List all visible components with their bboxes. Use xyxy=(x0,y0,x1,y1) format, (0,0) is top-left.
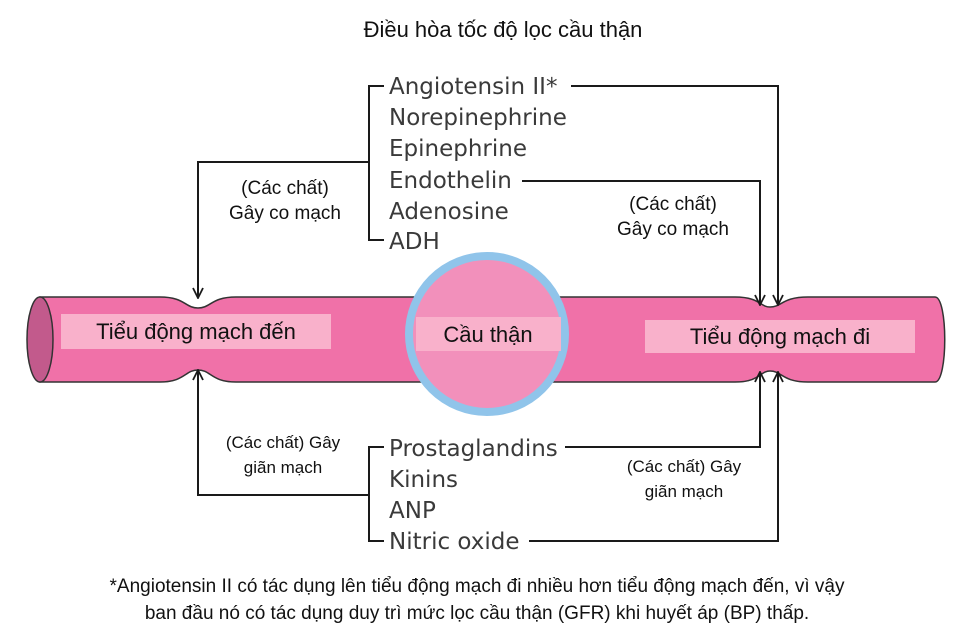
list-item: Endothelin xyxy=(389,168,512,194)
vasodilator-label-left: giãn mạch xyxy=(244,458,322,477)
list-item: Norepinephrine xyxy=(389,105,567,131)
afferent-arteriole-label: Tiểu động mạch đến xyxy=(96,319,296,344)
vasoconstrictor-label-right: Gây co mạch xyxy=(617,219,729,240)
endothelin-efferent-arrow xyxy=(522,180,760,305)
vasoconstrictor-bracket xyxy=(368,85,384,241)
efferent-label-box xyxy=(645,320,915,353)
vasoconstrictor-label-right: (Các chất) xyxy=(629,194,717,215)
afferent-vessel-opening xyxy=(26,296,54,383)
vasodilator-label-right: giãn mạch xyxy=(645,482,723,501)
nitric-oxide-efferent-arrow xyxy=(529,372,778,542)
vasodilator-label-right: (Các chất) Gây xyxy=(627,457,742,476)
list-item: Epinephrine xyxy=(389,136,527,162)
footnote-line: ban đầu nó có tác dụng duy trì mức lọc c… xyxy=(145,603,809,624)
vasoconstrictor-label-left: (Các chất) xyxy=(241,178,329,199)
list-item: Nitric oxide xyxy=(389,529,520,555)
glomerulus-label-box xyxy=(416,317,561,351)
afferent-dilation-arrow xyxy=(198,370,369,496)
afferent-label-box xyxy=(61,314,331,349)
afferent-constriction-arrow xyxy=(198,161,369,298)
list-item: Kinins xyxy=(389,467,458,493)
list-item: Angiotensin II* xyxy=(389,74,557,100)
efferent-arteriole-label: Tiểu động mạch đi xyxy=(690,324,870,349)
vasodilator-list: Prostaglandins Kinins ANP Nitric oxide xyxy=(389,436,558,555)
list-item: Prostaglandins xyxy=(389,436,558,462)
glomerulus-label: Cầu thận xyxy=(443,322,532,347)
list-item: ADH xyxy=(389,229,440,255)
vasodilator-bracket xyxy=(368,446,384,542)
list-item: Adenosine xyxy=(389,199,509,225)
prostaglandins-efferent-arrow xyxy=(565,372,760,448)
angiotensin-efferent-arrow xyxy=(571,85,778,305)
footnote-line: *Angiotensin II có tác dụng lên tiểu độn… xyxy=(110,576,845,597)
diagram-title: Điều hòa tốc độ lọc cầu thận xyxy=(364,17,643,42)
vasoconstrictor-label-left: Gây co mạch xyxy=(229,203,341,224)
list-item: ANP xyxy=(389,498,436,524)
vasoconstrictor-list: Angiotensin II* Norepinephrine Epinephri… xyxy=(389,74,567,255)
vasodilator-label-left: (Các chất) Gây xyxy=(226,433,341,452)
